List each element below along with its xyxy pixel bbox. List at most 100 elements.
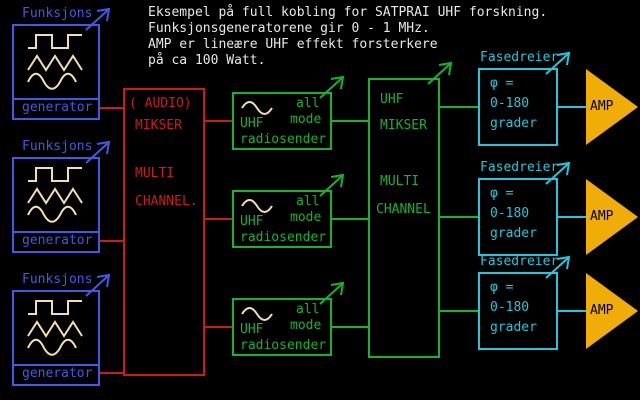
phase-shifter-title: Fasedreier: [480, 254, 559, 269]
amp-triangle: AMP: [586, 69, 638, 145]
uhf-transmitter-box: all mode UHF radiosender: [232, 92, 332, 150]
transmitter-mode-line: mode: [290, 210, 322, 225]
transmitter-mode-line: all: [296, 96, 320, 111]
phase-shifter-unit: grader: [490, 116, 537, 131]
connector-line: [100, 240, 123, 242]
sine-wave-icon: [27, 205, 77, 223]
sine-wave-icon: [27, 72, 77, 90]
connector-line: [558, 106, 586, 108]
connector-line: [332, 218, 368, 220]
connector-line: [100, 107, 123, 109]
generator-label: generator: [22, 100, 93, 115]
waveform-icons: [27, 300, 83, 356]
uhf-transmitter-box: all mode UHF radiosender: [232, 190, 332, 248]
phase-shifter-title: Fasedreier: [480, 50, 559, 65]
generator-divider: [14, 364, 98, 366]
connector-line: [558, 310, 586, 312]
square-wave-icon: [28, 34, 82, 49]
amp-label: AMP: [590, 99, 614, 114]
function-generator-box: generator: [12, 290, 100, 386]
connector-line: [205, 120, 232, 122]
square-wave-icon: [28, 167, 82, 182]
triangle-wave-icon: [27, 54, 83, 72]
function-generator-box: generator: [12, 157, 100, 253]
transmitter-mode-line: all: [296, 194, 320, 209]
phase-shifter-phi: φ =: [490, 186, 514, 201]
audio-mixer-line: ( AUDIO): [129, 96, 192, 111]
phase-shifter-range: 0-180: [490, 206, 530, 221]
phase-shifter-unit: grader: [490, 320, 537, 335]
transmitter-mode-line: mode: [290, 318, 322, 333]
waveform-icons: [27, 167, 83, 223]
transmitter-mode-line: all: [296, 302, 320, 317]
phase-shifter-box: φ = 0-180 grader: [478, 272, 558, 350]
uhf-transmitter-box: all mode UHF radiosender: [232, 298, 332, 356]
uhf-mixer-line: UHF: [380, 92, 404, 107]
connector-line: [205, 218, 232, 220]
connector-line: [440, 106, 478, 108]
signal-arrow-icon: [319, 281, 345, 305]
transmitter-mode-line: mode: [290, 112, 322, 127]
transmitter-band: UHF: [240, 116, 264, 131]
connector-line: [558, 216, 586, 218]
sine-wave-icon: [27, 338, 77, 356]
generator-title: Funksjons: [22, 272, 93, 287]
triangle-wave-icon: [27, 320, 83, 338]
uhf-mixer-line: MULTI: [380, 174, 420, 189]
sine-wave-icon: [241, 101, 273, 115]
header-line-1: Eksempel på full kobling for SATPRAI UHF…: [148, 5, 548, 20]
amp-triangle-icon: [586, 179, 638, 255]
audio-mixer-line: CHANNEL.: [135, 194, 198, 209]
function-generator-box: generator: [12, 24, 100, 120]
uhf-mixer-box: UHF MIKSER MULTI CHANNEL: [368, 78, 440, 358]
amp-label: AMP: [590, 209, 614, 224]
generator-title: Funksjons: [22, 6, 93, 21]
generator-title: Funksjons: [22, 139, 93, 154]
generator-label: generator: [22, 233, 93, 248]
connector-line: [205, 326, 232, 328]
signal-arrow-icon: [319, 75, 345, 99]
uhf-mixer-line: CHANNEL: [376, 202, 431, 217]
triangle-wave-icon: [27, 187, 83, 205]
phase-shifter-range: 0-180: [490, 96, 530, 111]
square-wave-icon: [28, 300, 82, 315]
phase-shifter-title: Fasedreier: [480, 160, 559, 175]
transmitter-band: UHF: [240, 322, 264, 337]
generator-divider: [14, 98, 98, 100]
connector-line: [440, 310, 478, 312]
generator-label: generator: [22, 366, 93, 381]
header-line-4: på ca 100 Watt.: [148, 53, 266, 68]
signal-arrow-icon: [427, 61, 453, 85]
connector-line: [100, 372, 123, 374]
header-line-3: AMP er lineære UHF effekt forsterkere: [148, 37, 438, 52]
audio-mixer-box: ( AUDIO) MIKSER MULTI CHANNEL.: [123, 88, 205, 376]
phase-shifter-unit: grader: [490, 226, 537, 241]
transmitter-label: radiosender: [240, 230, 327, 245]
phase-shifter-phi: φ =: [490, 280, 514, 295]
signal-arrow-icon: [545, 161, 571, 185]
sine-wave-icon: [241, 307, 273, 321]
signal-arrow-icon: [85, 273, 111, 297]
amp-triangle-icon: [586, 69, 638, 145]
signal-arrow-icon: [85, 7, 111, 31]
signal-arrow-icon: [545, 255, 571, 279]
amp-triangle: AMP: [586, 273, 638, 349]
signal-arrow-icon: [545, 51, 571, 75]
audio-mixer-line: MULTI: [135, 166, 175, 181]
phase-shifter-phi: φ =: [490, 76, 514, 91]
generator-divider: [14, 231, 98, 233]
transmitter-band: UHF: [240, 214, 264, 229]
audio-mixer-line: MIKSER: [135, 118, 182, 133]
amp-triangle-icon: [586, 273, 638, 349]
signal-arrow-icon: [319, 173, 345, 197]
phase-shifter-range: 0-180: [490, 300, 530, 315]
uhf-mixer-line: MIKSER: [380, 118, 427, 133]
waveform-icons: [27, 34, 83, 90]
phase-shifter-box: φ = 0-180 grader: [478, 68, 558, 146]
phase-shifter-box: φ = 0-180 grader: [478, 178, 558, 256]
connector-line: [440, 216, 478, 218]
transmitter-label: radiosender: [240, 132, 327, 147]
signal-arrow-icon: [85, 140, 111, 164]
amp-triangle: AMP: [586, 179, 638, 255]
